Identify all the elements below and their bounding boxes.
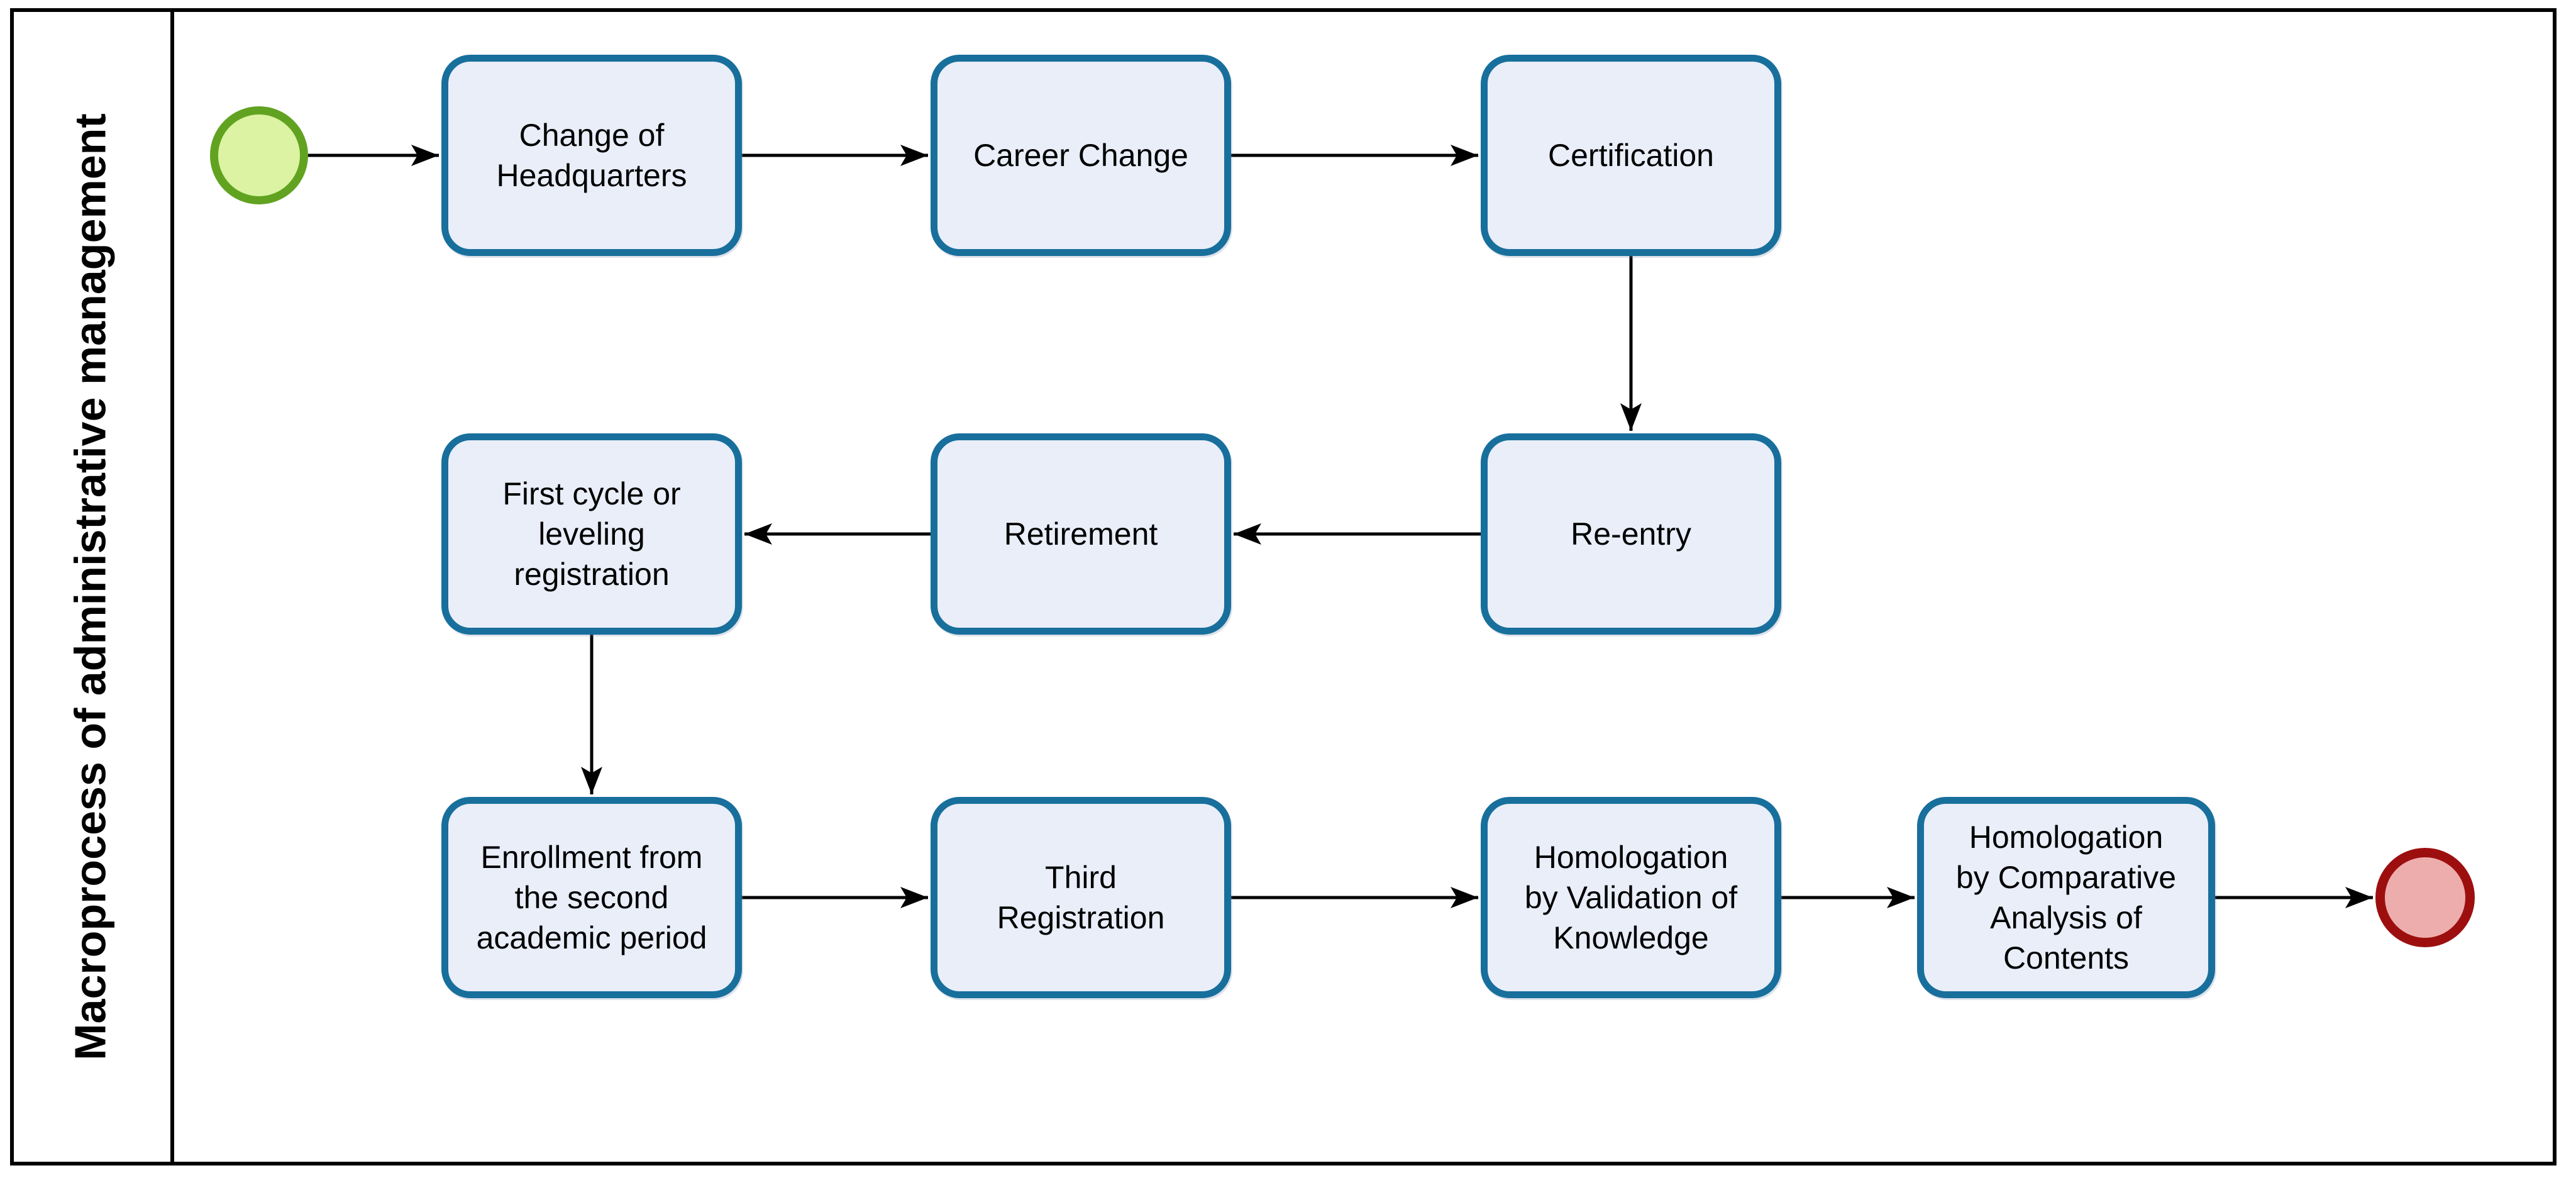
task-homologation-by-comparative-analysis-of-contents[interactable]: Homologation by Comparative Analysis of …: [1917, 797, 2215, 998]
task-first-cycle-or-leveling-registration[interactable]: First cycle or leveling registration: [441, 433, 742, 635]
start-event[interactable]: [210, 106, 308, 204]
task-change-of-headquarters[interactable]: Change of Headquarters: [441, 55, 742, 256]
lane-header: Macroprocess of administrative managemen…: [10, 8, 174, 1166]
task-certification[interactable]: Certification: [1481, 55, 1781, 256]
task-re-entry[interactable]: Re-entry: [1481, 433, 1781, 635]
task-career-change[interactable]: Career Change: [931, 55, 1231, 256]
lane-title: Macroprocess of administrative managemen…: [65, 113, 115, 1060]
task-retirement[interactable]: Retirement: [931, 433, 1231, 635]
end-event[interactable]: [2375, 848, 2475, 947]
task-enrollment-from-second-academic-period[interactable]: Enrollment from the second academic peri…: [441, 797, 742, 998]
task-homologation-by-validation-of-knowledge[interactable]: Homologation by Validation of Knowledge: [1481, 797, 1781, 998]
task-third-registration[interactable]: Third Registration: [931, 797, 1231, 998]
